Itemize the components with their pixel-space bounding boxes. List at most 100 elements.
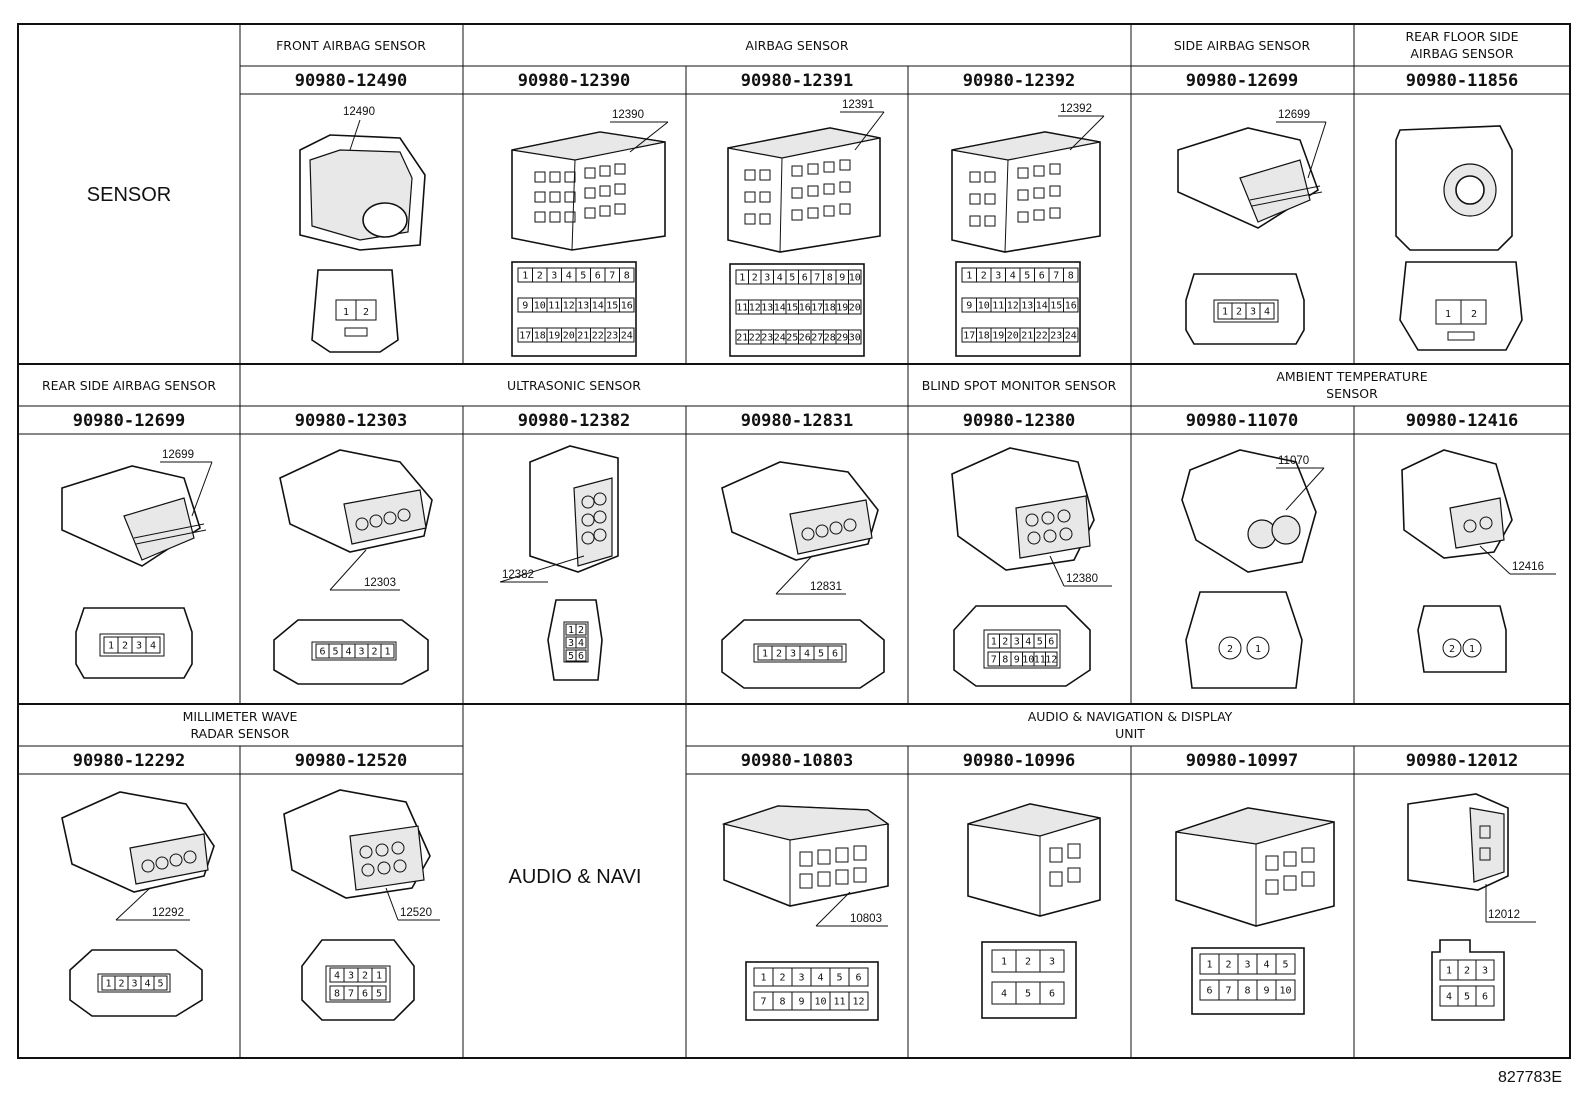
pin: 6 <box>802 273 808 284</box>
pin: 1 <box>343 307 349 318</box>
pin: 4 <box>1446 992 1452 1003</box>
pin: 3 <box>131 979 137 990</box>
group-title: REAR SIDE AIRBAG SENSOR <box>42 378 216 393</box>
pin: 3 <box>348 971 354 982</box>
pin: 22 <box>592 331 604 342</box>
pin: 12 <box>749 303 761 314</box>
pin: 3 <box>1250 307 1256 318</box>
pin-cell <box>1039 981 1065 1005</box>
pin: 14 <box>774 303 786 314</box>
pin: 4 <box>1010 271 1016 282</box>
group-title: SIDE AIRBAG SENSOR <box>1174 38 1311 53</box>
pin: 4 <box>150 641 156 652</box>
pin: 13 <box>761 303 773 314</box>
pin: 2 <box>1225 960 1231 971</box>
pin: 4 <box>1001 989 1007 1000</box>
part-number: 90980-12490 <box>295 71 408 91</box>
pin: 8 <box>827 273 833 284</box>
pin: 6 <box>319 647 325 658</box>
pin: 5 <box>1282 960 1288 971</box>
pin: 1 <box>1255 644 1261 655</box>
pin: 5 <box>568 651 574 662</box>
part-number: 90980-12699 <box>1186 71 1299 91</box>
pin: 18 <box>534 331 546 342</box>
pin: 3 <box>358 647 364 658</box>
part-number: 90980-12392 <box>963 71 1076 91</box>
pin: 6 <box>1048 637 1054 648</box>
pin: 1 <box>1469 644 1475 655</box>
pin-cell <box>371 967 387 983</box>
pin: 10 <box>1279 986 1291 997</box>
part-number: 90980-11070 <box>1186 411 1299 431</box>
pin-cell <box>619 327 635 343</box>
pin: 5 <box>1025 989 1031 1000</box>
group-title-line1: AUDIO & NAVIGATION & DISPLAY <box>1028 709 1233 724</box>
pin: 2 <box>1464 966 1470 977</box>
pin: 3 <box>568 638 574 649</box>
part-number: 90980-12303 <box>295 411 408 431</box>
pin: 4 <box>777 273 783 284</box>
pin: 23 <box>761 333 773 344</box>
connector-12292: 12292 <box>61 791 215 1017</box>
callout-label: 12392 <box>1060 103 1092 115</box>
pin: 8 <box>1068 271 1074 282</box>
pin-cell <box>1063 327 1079 343</box>
part-number: 90980-11856 <box>1406 71 1519 91</box>
pin-cell <box>1045 651 1058 667</box>
callout-label: 12416 <box>1512 561 1544 573</box>
pin: 5 <box>580 271 586 282</box>
pin: 3 <box>995 271 1001 282</box>
group-title: FRONT AIRBAG SENSOR <box>276 38 426 53</box>
category-sensor: SENSOR <box>87 184 171 206</box>
pin: 1 <box>105 979 111 990</box>
part-number: 90980-10996 <box>963 751 1076 771</box>
pin-cell <box>1275 979 1296 1001</box>
pin: 1 <box>1206 960 1212 971</box>
pin-cell <box>1475 959 1495 981</box>
part-number: 90980-12380 <box>963 411 1076 431</box>
pin: 2 <box>1025 957 1031 968</box>
pin-cell <box>145 636 161 654</box>
pin: 1 <box>966 271 972 282</box>
callout-label: 12490 <box>343 106 375 118</box>
group-title: BLIND SPOT MONITOR SENSOR <box>922 378 1117 393</box>
part-number: 90980-10997 <box>1186 751 1299 771</box>
pin: 1 <box>522 271 528 282</box>
connector-12380: 12380 <box>951 447 1112 687</box>
pin: 7 <box>348 989 354 1000</box>
pin: 19 <box>836 303 848 314</box>
pin: 11 <box>992 301 1004 312</box>
pin: 8 <box>334 989 340 1000</box>
connector-11856: 1 2 <box>1395 125 1523 351</box>
pin-cell <box>1039 949 1065 973</box>
pin-cell <box>575 649 587 662</box>
pin: 28 <box>824 333 836 344</box>
pin: 25 <box>786 333 798 344</box>
pin-cell <box>1475 985 1495 1007</box>
pin: 5 <box>789 273 795 284</box>
connector-12490: 12490 1 2 <box>299 106 426 353</box>
figure-code: 827783E <box>1497 1069 1562 1086</box>
pin: 11 <box>833 997 845 1008</box>
group-title: AIRBAG SENSOR <box>745 38 848 53</box>
pin-cell <box>848 269 862 285</box>
pin: 2 <box>578 625 584 636</box>
pin: 5 <box>836 973 842 984</box>
pin: 2 <box>752 273 758 284</box>
pin: 20 <box>563 331 575 342</box>
part-number: 90980-12382 <box>518 411 631 431</box>
pin: 2 <box>779 973 785 984</box>
pin-cell <box>848 967 869 987</box>
pin: 8 <box>1002 655 1008 666</box>
part-number: 90980-12416 <box>1406 411 1519 431</box>
pin: 20 <box>849 303 861 314</box>
pin: 3 <box>1049 957 1055 968</box>
group-title-line2: AIRBAG SENSOR <box>1410 46 1513 61</box>
pin: 8 <box>1244 986 1250 997</box>
pin: 17 <box>963 331 975 342</box>
pin: 6 <box>832 649 838 660</box>
pin: 9 <box>839 273 845 284</box>
pin: 1 <box>760 973 766 984</box>
pin: 2 <box>1449 644 1455 655</box>
